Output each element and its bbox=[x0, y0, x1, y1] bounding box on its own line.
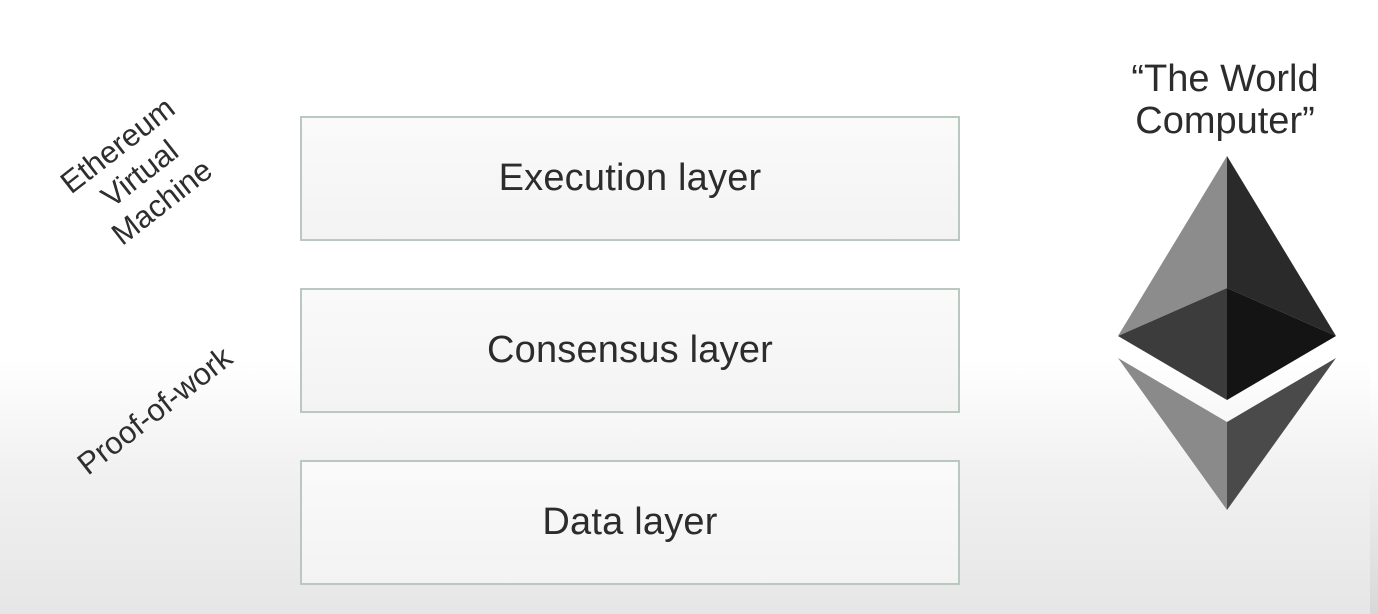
data-layer-box: Data layer bbox=[300, 460, 960, 585]
slide-edge bbox=[1370, 0, 1378, 614]
data-layer-label: Data layer bbox=[542, 501, 718, 543]
execution-layer-label: Execution layer bbox=[498, 157, 762, 199]
logo-middle-right-facet bbox=[1227, 288, 1336, 400]
logo-upper-left-facet bbox=[1118, 156, 1227, 336]
pow-label-text: Proof-of-work bbox=[70, 339, 239, 482]
ethereum-logo-icon bbox=[1118, 156, 1336, 510]
evm-label: Ethereum Virtual Machine bbox=[28, 70, 252, 278]
consensus-layer-label: Consensus layer bbox=[486, 329, 774, 371]
world-computer-line-2: Computer” bbox=[1135, 100, 1315, 142]
world-computer-line-1: “The World bbox=[1131, 58, 1319, 100]
logo-lower-left-facet bbox=[1118, 358, 1227, 510]
logo-lower-right-facet bbox=[1227, 358, 1336, 510]
world-computer-caption: “The World Computer” bbox=[1090, 58, 1360, 142]
pow-label: Proof-of-work bbox=[41, 317, 268, 505]
logo-upper-right-facet bbox=[1227, 156, 1336, 336]
execution-layer-box: Execution layer bbox=[300, 116, 960, 241]
logo-middle-left-facet bbox=[1118, 288, 1227, 400]
consensus-layer-box: Consensus layer bbox=[300, 288, 960, 413]
